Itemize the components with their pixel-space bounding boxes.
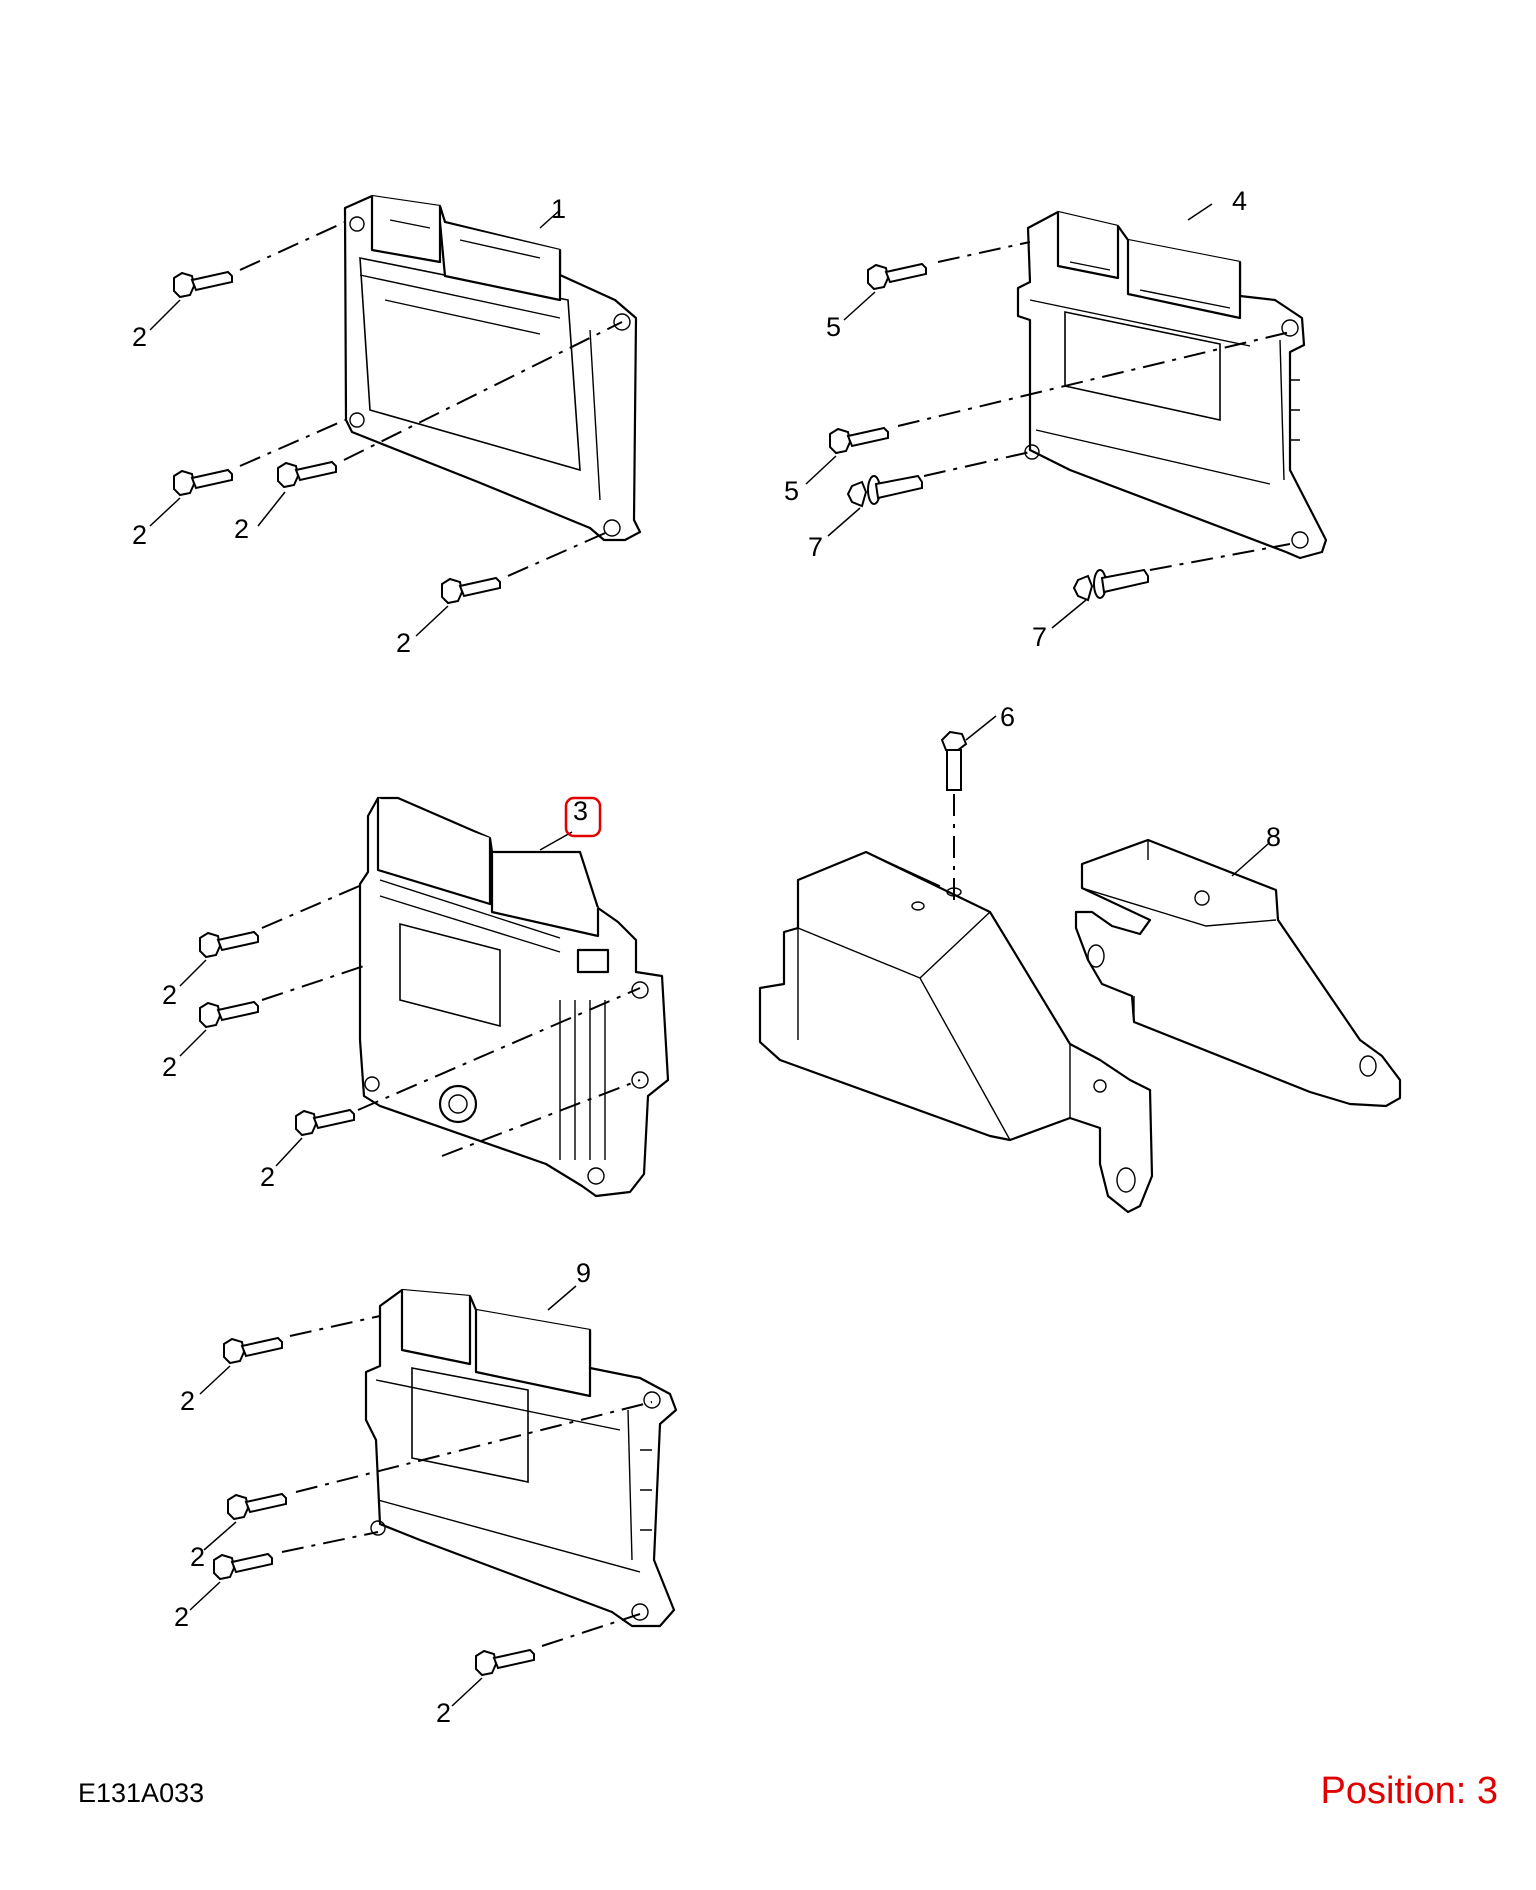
position-label: Position: 3 bbox=[1320, 1770, 1498, 1812]
callout-3: 3 bbox=[573, 796, 588, 826]
callout-2: 2 bbox=[190, 1542, 205, 1572]
callout-9: 9 bbox=[576, 1258, 591, 1288]
module-4[interactable] bbox=[1016, 210, 1328, 560]
callout-3-highlight bbox=[564, 796, 602, 838]
figure-code: E131A033 bbox=[78, 1778, 205, 1808]
bolt-6 bbox=[940, 715, 997, 900]
callout-2: 2 bbox=[396, 628, 411, 658]
callout-2: 2 bbox=[174, 1602, 189, 1632]
callout-2: 2 bbox=[234, 514, 249, 544]
callout-2: 2 bbox=[132, 322, 147, 352]
callout-5: 5 bbox=[784, 476, 799, 506]
callout-7: 7 bbox=[1032, 622, 1047, 652]
callout-8: 8 bbox=[1266, 822, 1281, 852]
callout-2: 2 bbox=[162, 1052, 177, 1082]
module-9[interactable] bbox=[364, 1288, 678, 1628]
callout-2: 2 bbox=[436, 1698, 451, 1728]
callout-labels: 1 4 3 6 8 9 2 2 2 2 2 2 2 2 2 2 2 5 5 7 … bbox=[132, 186, 1281, 1728]
callout-2: 2 bbox=[132, 520, 147, 550]
cover-box bbox=[758, 850, 1154, 1214]
callout-5: 5 bbox=[826, 312, 841, 342]
callout-4: 4 bbox=[1232, 186, 1247, 216]
callout-2: 2 bbox=[162, 980, 177, 1010]
callout-6: 6 bbox=[1000, 702, 1015, 732]
bolts-module-3 bbox=[179, 831, 641, 1167]
bracket-8[interactable] bbox=[1074, 838, 1402, 1108]
module-1[interactable] bbox=[343, 194, 642, 542]
callout-2: 2 bbox=[180, 1386, 195, 1416]
bolts-module-4 bbox=[805, 203, 1291, 629]
bolts-module-1 bbox=[149, 209, 623, 637]
callout-2: 2 bbox=[260, 1162, 275, 1192]
module-3[interactable] bbox=[358, 796, 670, 1198]
callout-7: 7 bbox=[808, 532, 823, 562]
callout-1: 1 bbox=[551, 194, 566, 224]
bolts-module-9 bbox=[189, 1285, 653, 1707]
